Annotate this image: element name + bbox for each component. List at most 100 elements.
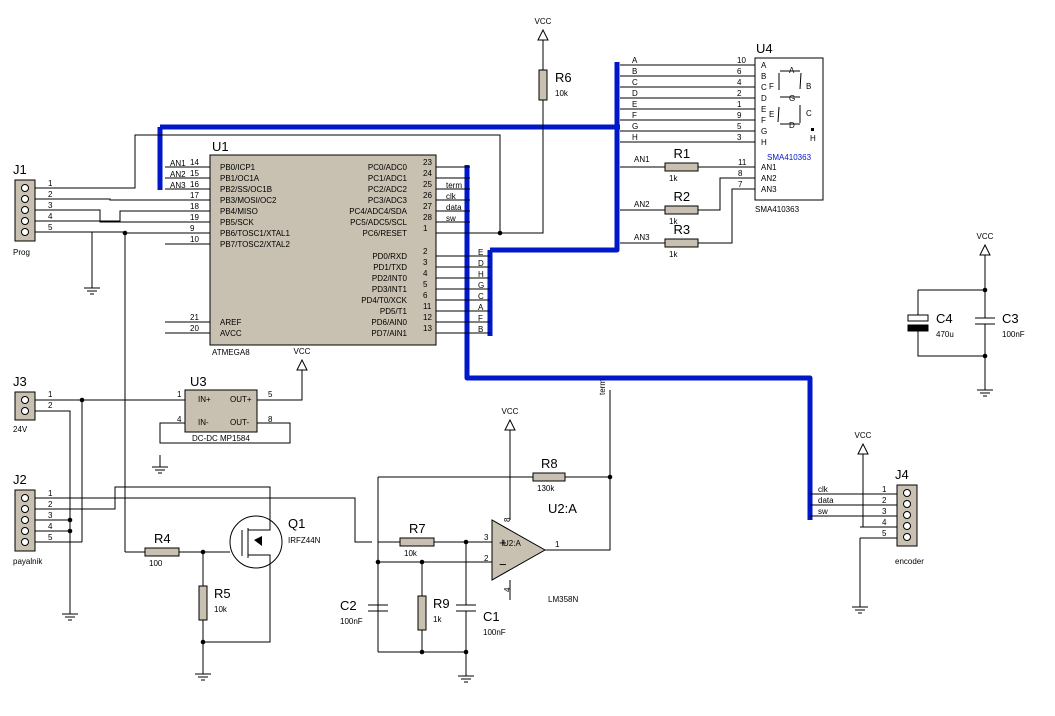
r5-body <box>198 585 208 621</box>
j2-pin-hole <box>21 494 29 502</box>
u3-pin-num: 5 <box>268 390 273 399</box>
u3-ref: U3 <box>190 374 207 389</box>
j2-label: payalnik <box>13 557 43 566</box>
r3-ref: R3 <box>674 222 691 237</box>
r7-body <box>399 537 435 547</box>
j3-body <box>14 391 36 421</box>
r5-ref: R5 <box>214 586 231 601</box>
r8-body <box>532 472 566 482</box>
r6-ref: R6 <box>555 70 572 85</box>
an3-wire <box>698 188 755 244</box>
vcc-label: VCC <box>535 17 552 26</box>
j1-pin-num: 4 <box>48 212 53 221</box>
j1-ref: J1 <box>13 162 27 177</box>
u1-right-net-label: sw <box>446 214 456 223</box>
u4-seg-name: F <box>761 116 766 125</box>
j3-label: 24V <box>13 425 28 434</box>
j2-pin-num: 2 <box>48 500 53 509</box>
c1-value: 100nF <box>483 628 506 637</box>
j2-pin-hole <box>21 505 29 513</box>
vcc-arrow <box>504 418 516 431</box>
q1-drain <box>248 518 271 531</box>
segment <box>777 106 780 123</box>
u1-left-pin-num: 17 <box>190 191 199 200</box>
u1-right-net-label: F <box>478 314 483 323</box>
u2-pin4: 4 <box>503 587 512 592</box>
u1-right-net-label: A <box>478 303 484 312</box>
j4-label: encoder <box>895 557 924 566</box>
u2-pin3: 3 <box>484 533 489 542</box>
j4-pin-hole <box>903 533 911 541</box>
u1-right-pin-num: 4 <box>423 269 428 278</box>
wires <box>35 62 988 664</box>
ground-symbol <box>84 276 100 295</box>
j3-pin-num: 1 <box>48 390 53 399</box>
u3-pin-num: 8 <box>268 415 273 424</box>
r8-ref: R8 <box>541 456 558 471</box>
u1-right-pin-name: PD6/AIN0 <box>371 318 407 327</box>
ground-symbol <box>977 378 993 397</box>
r9-body <box>417 595 427 631</box>
u1-left-pin-name: AVCC <box>220 329 242 338</box>
vcc-label: VCC <box>502 407 519 416</box>
j4-pin-num: 3 <box>882 507 887 516</box>
u1-right-pin-num: 11 <box>423 302 432 311</box>
vcc-symbol: VCC <box>977 232 994 290</box>
vcc-arrow <box>857 442 869 455</box>
u1-right-pin-num: 2 <box>423 247 428 256</box>
r9-value: 1k <box>433 615 442 624</box>
u1-left-pin-name: PB0/ICP1 <box>220 163 256 172</box>
u2-hidden: U2:A <box>503 539 521 548</box>
u4-seg-name: C <box>761 83 767 92</box>
j2-pin-hole <box>21 516 29 524</box>
j4-pin-num: 5 <box>882 529 887 538</box>
j1-pin-num: 5 <box>48 223 53 232</box>
r5-value: 10k <box>214 605 228 614</box>
parts: U1ATMEGA814PB0/ICP1AN115PB1/OC1AAN216PB2… <box>13 17 1025 683</box>
vcc-symbol: VCC <box>294 347 311 371</box>
u4-seg-name: E <box>761 105 766 114</box>
junction <box>419 649 425 655</box>
u1-right-pin-num: 26 <box>423 191 432 200</box>
u1-right-pin-num: 27 <box>423 202 432 211</box>
c2-ref: C2 <box>340 598 357 613</box>
j2-connector: J2 payalnik <box>13 472 43 566</box>
u1-left-pin-num: 20 <box>190 324 199 333</box>
u2-body <box>491 519 547 581</box>
j1-pin-num: 1 <box>48 179 53 188</box>
u4-seg-num: 2 <box>737 89 742 98</box>
j2-ref: J2 <box>13 472 27 487</box>
u1-right-pin-name: PC1/ADC1 <box>368 174 408 183</box>
junction <box>607 474 613 480</box>
u4-seg-num: 10 <box>737 56 746 65</box>
u1-left-pin-name: PB7/TOSC2/XTAL2 <box>220 240 291 249</box>
u2-minus-sign: − <box>499 557 507 572</box>
u3-part: DC-DC MP1584 <box>192 434 250 443</box>
u1-right-pin-name: PD7/AIN1 <box>371 329 407 338</box>
u1-right-pin-num: 23 <box>423 158 432 167</box>
u3-pin: OUT- <box>230 418 249 427</box>
junction <box>982 353 988 359</box>
j1-pin-hole <box>21 217 29 225</box>
u3-pin-num: 1 <box>177 390 182 399</box>
j4-pin-hole <box>903 522 911 530</box>
u4-seg-num: 5 <box>737 122 742 131</box>
u1-right-pin-num: 5 <box>423 280 428 289</box>
j2-pin-num: 3 <box>48 511 53 520</box>
c1-ref: C1 <box>483 609 500 624</box>
u4-seg-num: 9 <box>737 111 742 120</box>
u1-right-pin-name: PC2/ADC2 <box>368 185 408 194</box>
junction <box>200 639 206 645</box>
u1-right-pin-num: 28 <box>423 213 432 222</box>
u4-an-name: AN1 <box>761 163 777 172</box>
ground-symbol <box>852 595 868 614</box>
j1-label: Prog <box>13 248 30 257</box>
u1-right-pin-num: 13 <box>423 324 432 333</box>
u1-right-pin-num: 12 <box>423 313 432 322</box>
bus-main <box>464 165 813 520</box>
